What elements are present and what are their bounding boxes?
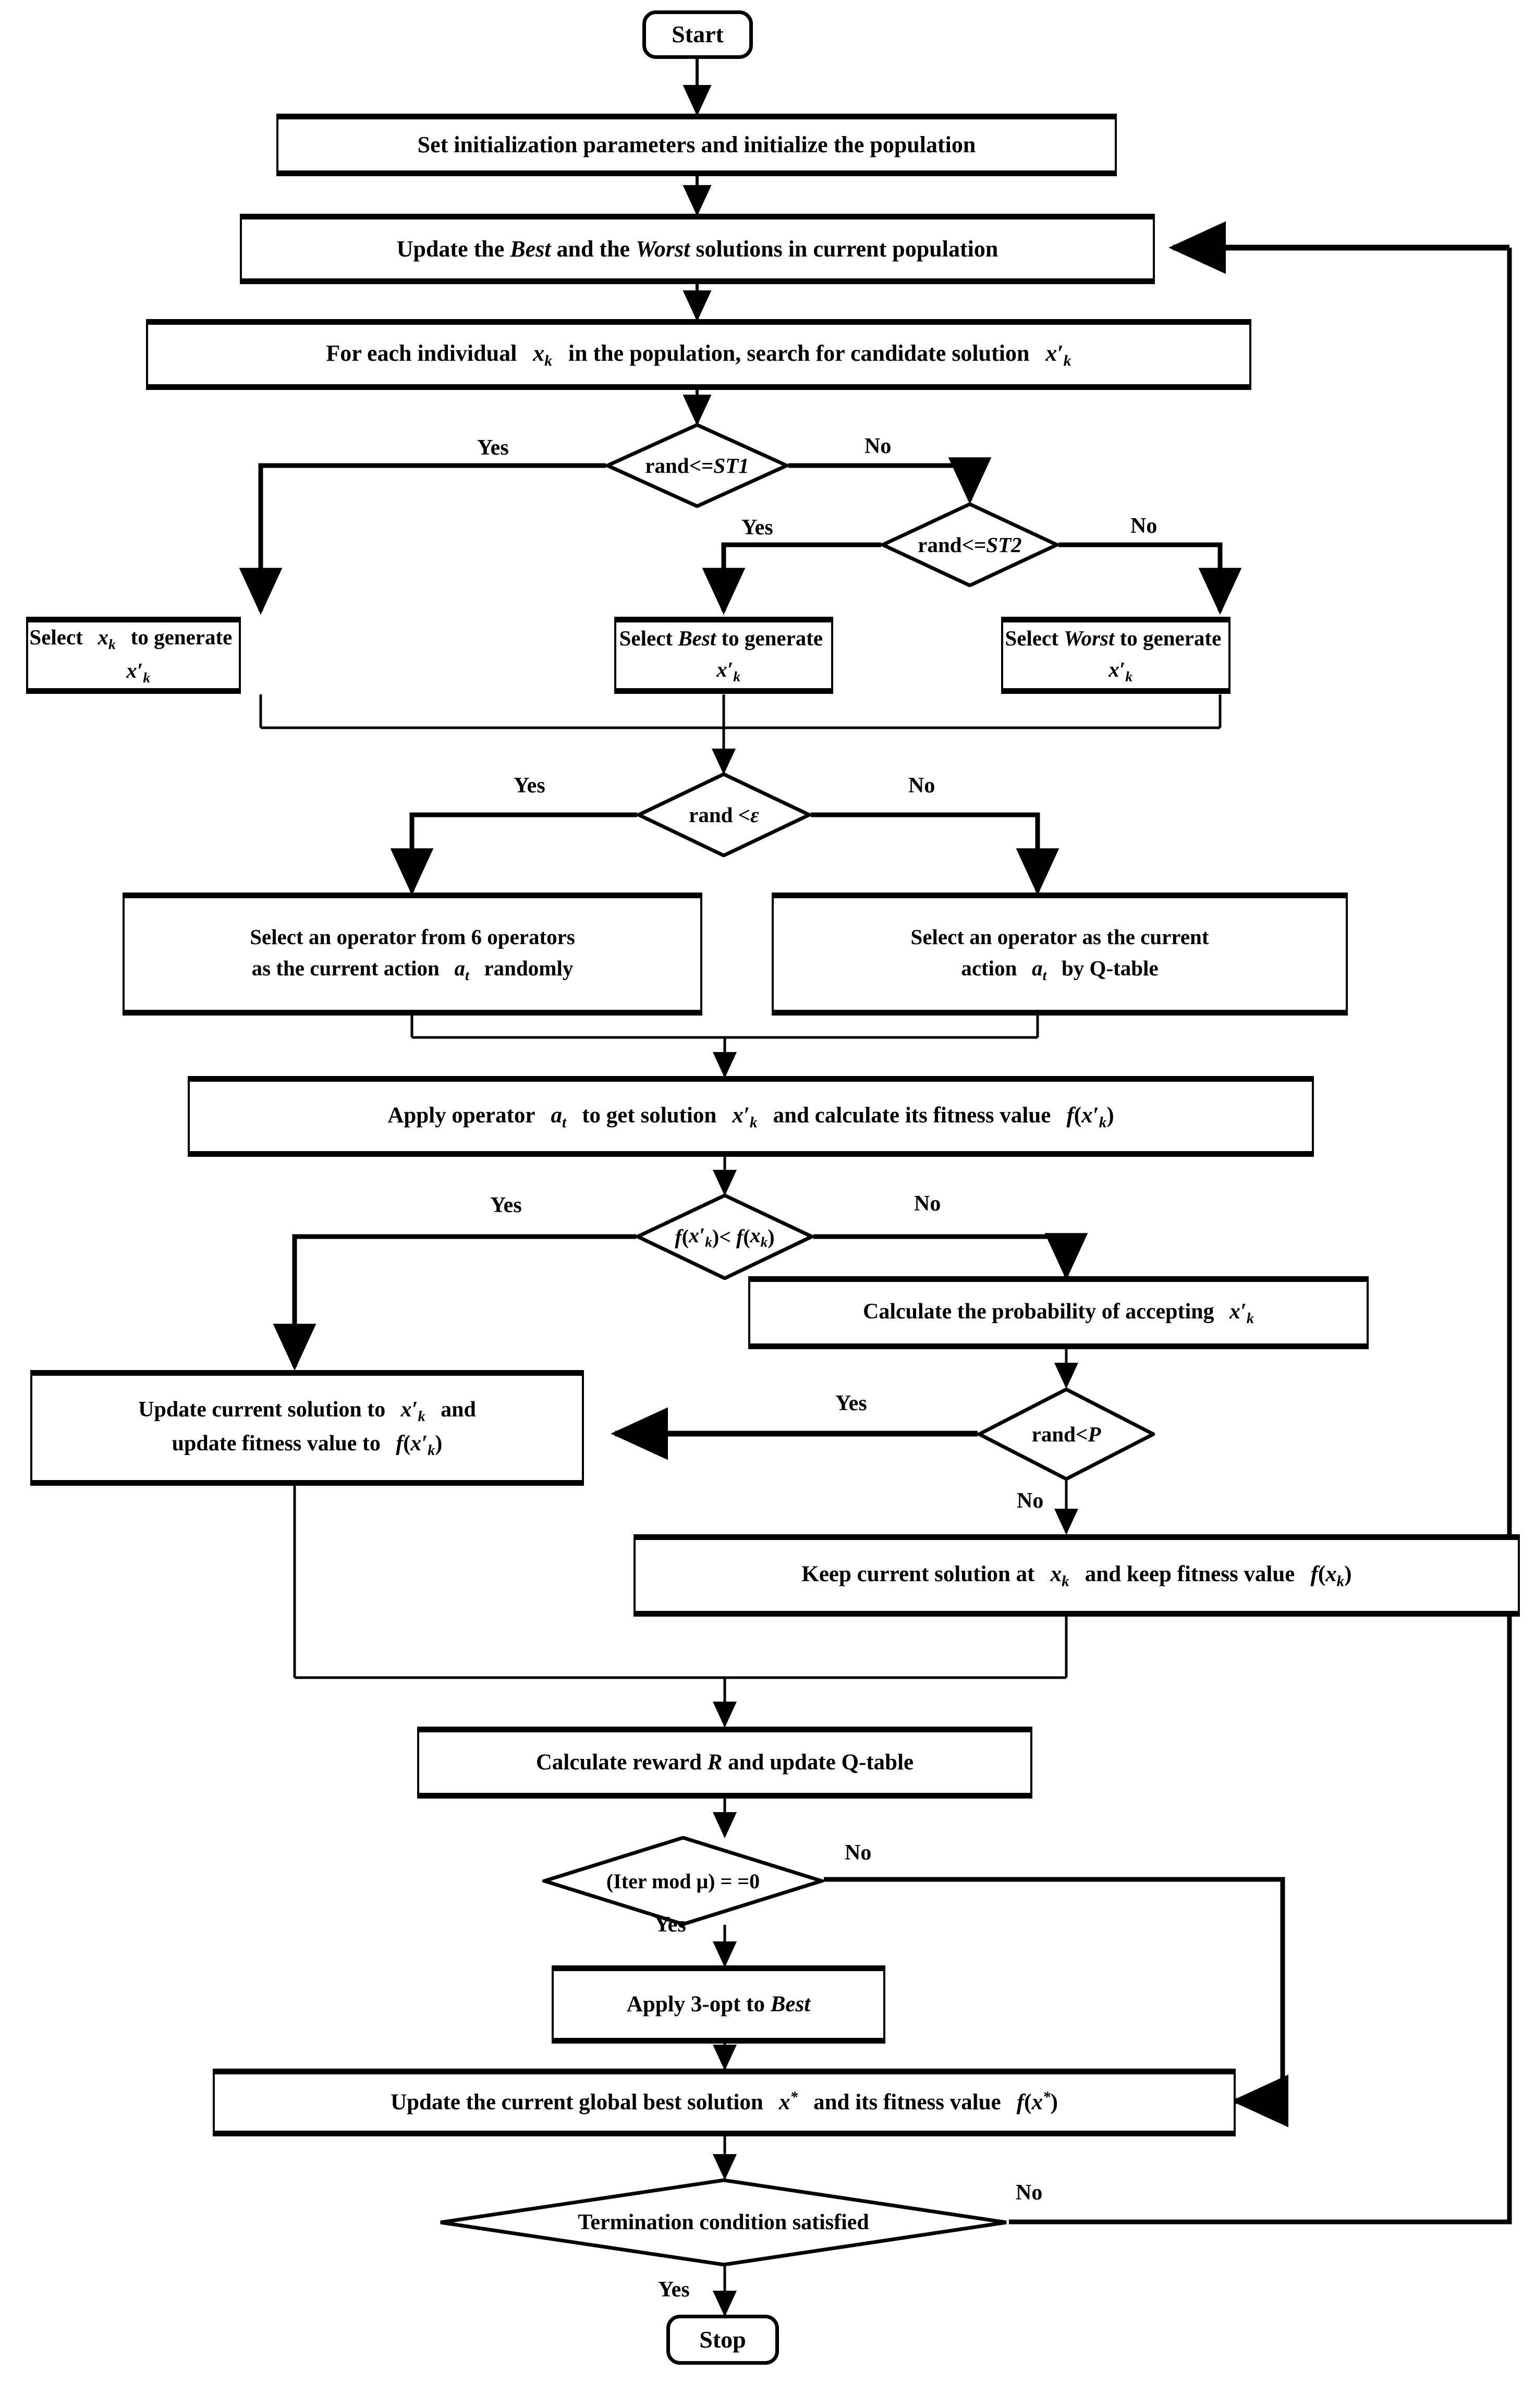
node-select-worst-label: Select Worst to generate x′k — [1005, 626, 1227, 685]
decision-rand-lt-p-label: rand<P — [1031, 1422, 1101, 1446]
node-set-initialization-label: Set initialization parameters and initia… — [417, 132, 976, 158]
decision-rand-lt-p[interactable]: rand<P — [978, 1388, 1155, 1481]
node-stop-label: Stop — [699, 2326, 746, 2353]
edge-label-iter-yes: Yes — [654, 1913, 686, 1937]
node-select-xk[interactable]: Select xk to generate x′k — [26, 617, 241, 694]
node-update-global-best-label: Update the current global best solution … — [391, 2088, 1058, 2114]
node-start-label: Start — [672, 21, 724, 48]
edge-label-term-no: No — [1016, 2181, 1043, 2205]
edge-label-st2-no: No — [1130, 514, 1158, 538]
node-select-worst[interactable]: Select Worst to generate x′k — [1001, 617, 1231, 694]
diamond-shape — [606, 423, 788, 508]
node-for-each-individual-label: For each individual xk in the population… — [326, 340, 1071, 370]
node-calculate-reward[interactable]: Calculate reward R and update Q-table — [417, 1727, 1032, 1799]
decision-rand-le-st2[interactable]: rand<=ST2 — [881, 503, 1058, 587]
edge-label-eps-yes: Yes — [514, 774, 545, 798]
node-update-global-best[interactable]: Update the current global best solution … — [213, 2069, 1236, 2136]
diamond-shape — [881, 503, 1058, 587]
node-set-initialization[interactable]: Set initialization parameters and initia… — [276, 114, 1117, 176]
decision-rand-le-st1[interactable]: rand<=ST1 — [606, 423, 788, 508]
edge-label-eps-no: No — [908, 774, 935, 798]
decision-rand-le-st1-label: rand<=ST1 — [645, 454, 749, 478]
decision-iter-mod-mu[interactable]: (Iter mod μ) = =0 — [542, 1836, 824, 1926]
decision-fitness-improved[interactable]: f(x′k)< f(xk) — [636, 1194, 813, 1280]
diamond-shape — [637, 773, 811, 857]
diamond-shape — [440, 2178, 1007, 2267]
diamond-shape — [542, 1836, 824, 1926]
node-select-best-label: Select Best to generate x′k — [619, 626, 829, 685]
edge-label-randp-yes: Yes — [835, 1391, 867, 1415]
decision-termination-condition[interactable]: Termination condition satisfied — [438, 2178, 1009, 2267]
edge-label-fit-yes: Yes — [490, 1193, 522, 1217]
node-apply-operator-label: Apply operator at to get solution x′k an… — [387, 1103, 1114, 1131]
node-keep-current-solution-label: Keep current solution at xk and keep fit… — [801, 1562, 1352, 1590]
edge-label-fit-no: No — [914, 1192, 941, 1216]
node-select-best[interactable]: Select Best to generate x′k — [614, 617, 833, 694]
edge-label-st1-no: No — [864, 434, 892, 458]
node-update-best-worst[interactable]: Update the Best and the Worst solutions … — [240, 214, 1155, 284]
node-apply-3opt[interactable]: Apply 3-opt to Best — [552, 1965, 885, 2044]
decision-rand-lt-epsilon-label: rand < ε — [689, 803, 759, 827]
node-stop[interactable]: Stop — [666, 2315, 779, 2365]
node-calculate-probability-label: Calculate the probability of accepting x… — [862, 1299, 1254, 1327]
edge-label-term-yes: Yes — [658, 2278, 690, 2302]
edge-label-iter-no: No — [845, 1841, 872, 1865]
edge-label-st1-yes: Yes — [477, 436, 509, 460]
node-select-xk-label: Select xk to generate x′k — [29, 625, 238, 686]
edge-label-st2-yes: Yes — [741, 516, 773, 540]
decision-iter-mod-mu-label: (Iter mod μ) = =0 — [606, 1869, 760, 1893]
node-for-each-individual[interactable]: For each individual xk in the population… — [146, 319, 1251, 390]
decision-termination-condition-label: Termination condition satisfied — [578, 2210, 869, 2234]
diamond-shape — [978, 1388, 1155, 1481]
diamond-shape — [636, 1194, 813, 1280]
decision-fitness-improved-label: f(x′k)< f(xk) — [675, 1224, 775, 1250]
node-keep-current-solution[interactable]: Keep current solution at xk and keep fit… — [634, 1534, 1520, 1617]
decision-rand-le-st2-label: rand<=ST2 — [918, 533, 1022, 557]
node-calculate-reward-label: Calculate reward R and update Q-table — [535, 1750, 914, 1775]
node-update-best-worst-label: Update the Best and the Worst solutions … — [396, 236, 998, 262]
node-calculate-probability[interactable]: Calculate the probability of accepting x… — [748, 1276, 1369, 1349]
node-start[interactable]: Start — [642, 10, 753, 59]
decision-rand-lt-epsilon[interactable]: rand < ε — [637, 773, 811, 857]
node-apply-operator[interactable]: Apply operator at to get solution x′k an… — [188, 1076, 1314, 1157]
node-apply-3opt-label: Apply 3-opt to Best — [626, 1991, 811, 2016]
edge-label-randp-no: No — [1017, 1489, 1044, 1513]
